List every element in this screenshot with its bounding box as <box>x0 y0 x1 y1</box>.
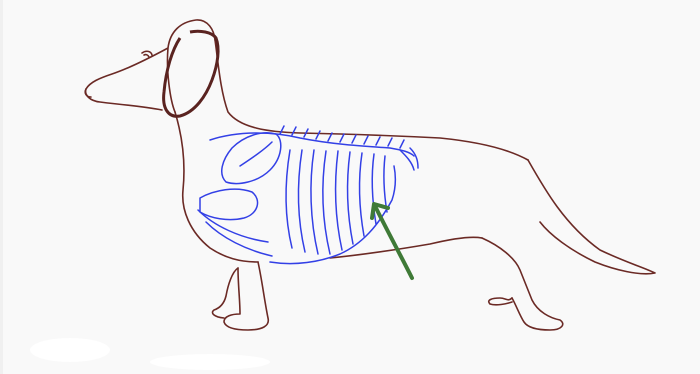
skeleton-rib <box>360 153 364 236</box>
skeleton-rib <box>299 150 305 252</box>
skeleton-ribcage <box>198 126 418 264</box>
dog-tail <box>528 160 655 274</box>
pointer-arrow-shaft <box>376 208 412 278</box>
dog-nose <box>85 89 91 97</box>
dog-back-outline <box>215 40 528 160</box>
skeleton-rib <box>286 150 292 248</box>
skeleton-rib <box>311 150 318 254</box>
dog-eye <box>142 51 152 57</box>
skeleton-rib <box>323 151 330 254</box>
pointer-arrow <box>372 204 412 278</box>
skeleton-sternum <box>270 166 395 264</box>
skeleton-rib <box>348 152 353 244</box>
background-smudges <box>30 338 270 370</box>
skeleton-spine <box>210 133 414 156</box>
dog-hind-leg <box>482 238 563 330</box>
dog-outline <box>85 20 655 330</box>
skeleton-humerus <box>200 189 258 219</box>
dog-head-outline <box>86 20 215 112</box>
dog-front-leg-back <box>212 268 238 318</box>
skeleton-rib <box>384 156 387 212</box>
dog-chest-outline <box>175 112 258 262</box>
dog-front-leg <box>224 262 268 330</box>
skeleton-rib <box>336 151 342 250</box>
dog-hind-leg-back <box>489 298 512 305</box>
